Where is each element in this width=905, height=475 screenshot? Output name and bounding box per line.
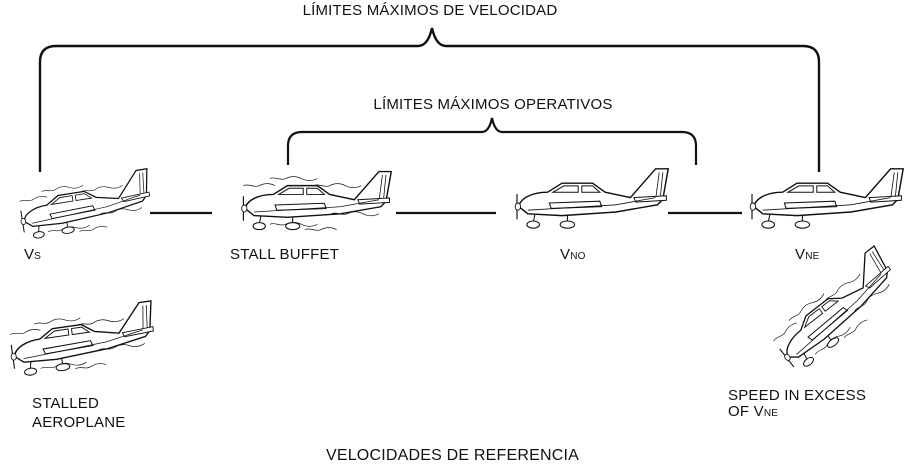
aircraft-stall-icon [15, 168, 156, 242]
diagram-caption: VELOCIDADES DE REFERENCIA [325, 447, 580, 464]
label-vno: VNO [560, 246, 586, 263]
label-stall-buffet: STALL BUFFET [230, 246, 340, 263]
operating-limits-heading: LÍMITES MÁXIMOS OPERATIVOS [373, 96, 613, 113]
speed-limits-brace [38, 27, 821, 172]
label-vs: VS [24, 246, 42, 263]
label-stalled-aeroplane: STALLED AEROPLANE [32, 395, 126, 431]
aircraft-dive-icon [763, 245, 905, 376]
operating-limits-brace [286, 117, 698, 165]
aircraft-vne-icon [749, 168, 904, 229]
speed-limits-heading: LÍMITES MÁXIMOS DE VELOCIDAD [302, 2, 558, 19]
aircraft-buffet-icon [240, 170, 392, 231]
label-vne: VNE [795, 246, 820, 263]
aircraft-cruise-icon [514, 168, 669, 229]
aircraft-stalled-icon [5, 300, 160, 379]
label-speed-in-excess: SPEED IN EXCESS OF VNE [728, 387, 867, 420]
